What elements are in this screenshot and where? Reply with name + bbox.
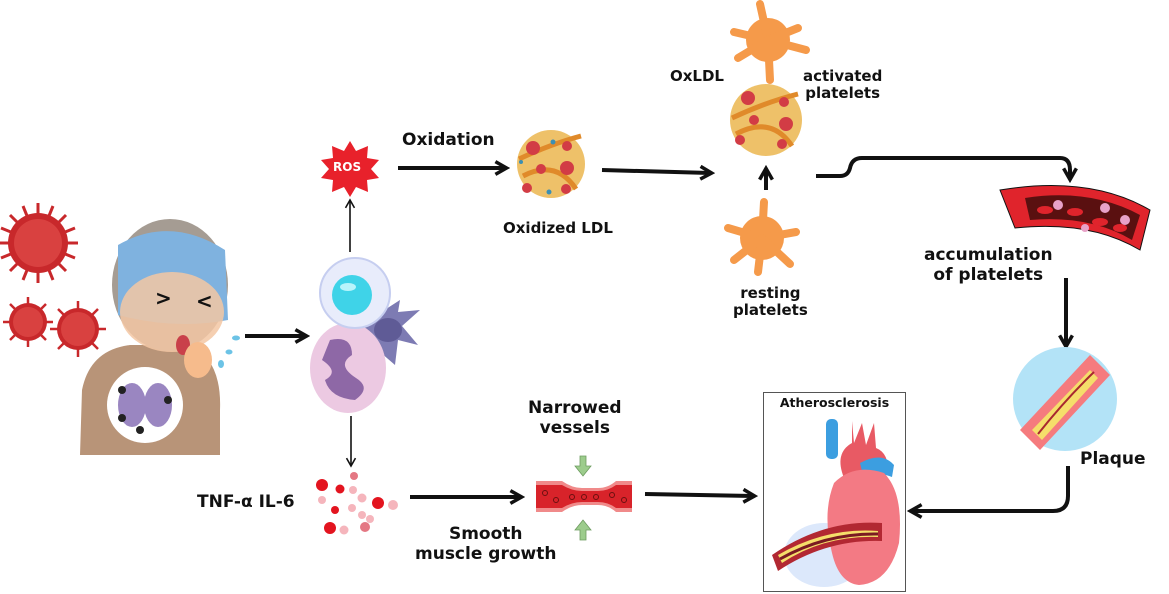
blood-vessel-platelets-icon bbox=[999, 185, 1151, 251]
arrow-oxldl-to-vessel bbox=[816, 156, 1070, 178]
ros-label: ROS bbox=[333, 160, 362, 174]
svg-text:>: > bbox=[155, 286, 172, 310]
narrowed-vessel-icon bbox=[536, 455, 632, 541]
compress-arrow-up-icon bbox=[574, 519, 592, 541]
narrowed-vessels-line2: vessels bbox=[539, 417, 610, 438]
immune-cells-icon bbox=[310, 257, 420, 413]
coughing-patient-icon: > < bbox=[80, 219, 240, 455]
virus-icon bbox=[0, 203, 78, 283]
resting-platelet-icon bbox=[724, 198, 800, 276]
activated-platelets-line1: activated bbox=[803, 67, 883, 85]
activated-platelet-icon bbox=[730, 0, 810, 84]
arrow-plaque-to-atherosclerosis bbox=[912, 466, 1070, 511]
heart-artery-icon bbox=[772, 419, 900, 587]
accumulation-label: accumulation of platelets bbox=[924, 245, 1053, 285]
smooth-muscle-label: Smooth muscle growth bbox=[415, 524, 557, 564]
narrowed-vessels-label: Narrowed vessels bbox=[528, 398, 622, 438]
atherosclerosis-label: Atherosclerosis bbox=[779, 395, 890, 410]
arrow-narrowed-to-atherosclerosis bbox=[644, 494, 753, 496]
activated-platelets-label: activated platelets bbox=[803, 67, 883, 103]
virus-icon bbox=[50, 301, 106, 357]
oxldl-particle-icon bbox=[730, 84, 802, 156]
cytokines-label: TNF-α IL-6 bbox=[197, 492, 295, 512]
smooth-muscle-line2: muscle growth bbox=[415, 543, 557, 564]
arrow-ldl-to-oxldl bbox=[601, 170, 710, 173]
oxidation-label: Oxidation bbox=[402, 130, 495, 150]
cytokine-dots-icon bbox=[316, 472, 398, 535]
plaque-artery-icon bbox=[1013, 347, 1117, 451]
resting-platelets-label: resting platelets bbox=[733, 284, 808, 320]
plaque-label: Plaque bbox=[1080, 449, 1146, 469]
oxidized-ldl-label: Oxidized LDL bbox=[503, 219, 613, 237]
ros-burst-icon bbox=[321, 141, 379, 197]
narrowed-vessels-line1: Narrowed bbox=[528, 398, 622, 418]
resting-platelets-line1: resting bbox=[740, 284, 801, 302]
activated-platelets-line2: platelets bbox=[805, 84, 881, 103]
oxldl-label: OxLDL bbox=[670, 67, 724, 85]
virus-icon bbox=[3, 297, 53, 347]
oxidized-ldl-icon bbox=[517, 130, 585, 198]
compress-arrow-down-icon bbox=[574, 455, 592, 477]
accumulation-line1: accumulation bbox=[924, 245, 1053, 265]
resting-platelets-line2: platelets bbox=[733, 301, 808, 320]
accumulation-line2: of platelets bbox=[933, 264, 1044, 285]
atherosclerosis-panel: Atherosclerosis bbox=[763, 392, 906, 592]
smooth-muscle-line1: Smooth bbox=[448, 524, 523, 544]
svg-text:<: < bbox=[196, 289, 213, 313]
